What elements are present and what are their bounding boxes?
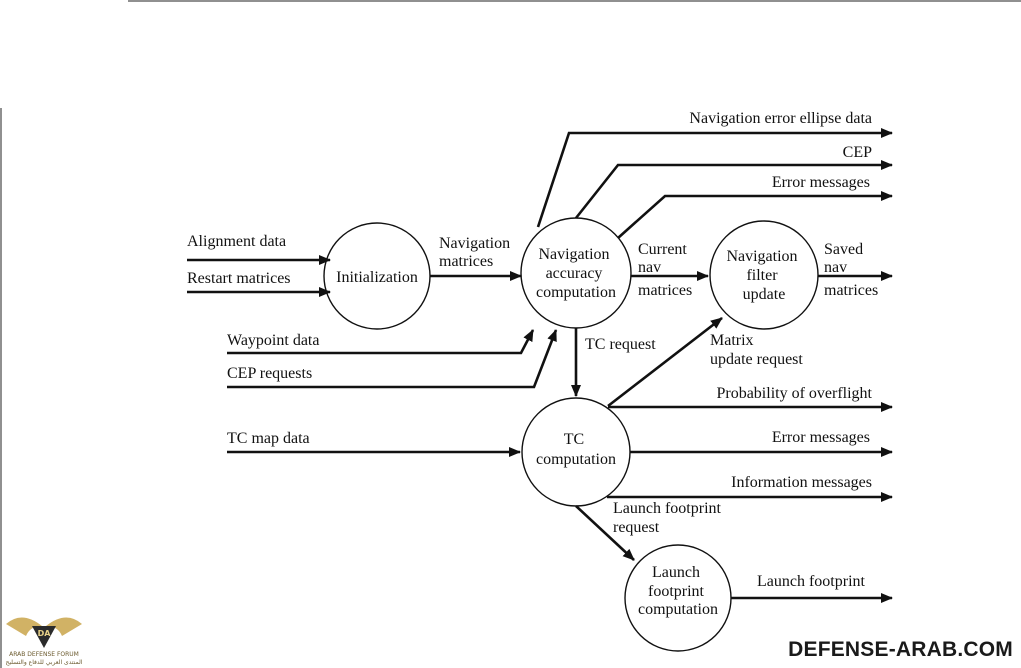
svg-text:TC computation: TC computation [536, 431, 616, 468]
label-probability-overflight: Probability of overflight [716, 385, 872, 402]
label-saved-nav-matrices: Saved nav matrices [824, 241, 878, 299]
node-nav-filter-line-3: update [743, 286, 786, 303]
label-saved-nav-line-3: matrices [824, 282, 878, 299]
label-restart-matrices: Restart matrices [187, 270, 291, 287]
label-nav-error-ellipse: Navigation error ellipse data [689, 110, 872, 127]
node-tc-line-2: computation [536, 451, 616, 468]
node-launch-line-2: footprint [648, 583, 705, 600]
site-brand: DEFENSE-ARAB.COM [788, 638, 1013, 661]
label-error-messages-top: Error messages [772, 174, 870, 191]
label-navigation-matrices-line-2: matrices [439, 253, 493, 270]
label-cep: CEP [843, 144, 872, 161]
label-information-messages: Information messages [731, 474, 872, 491]
label-navigation-matrices: Navigation matrices [439, 235, 514, 270]
node-tc-computation: TC computation [521, 397, 631, 507]
svg-text:Navigation accuracy: Navigation accuracy computation [536, 246, 616, 301]
arrow-nav-error-ellipse [536, 128, 893, 228]
label-current-nav-line-1: Current [638, 241, 687, 258]
forum-logo-subtext: المنتدى العربي للدفاع والتسليح [6, 659, 83, 666]
flow-arrows [187, 128, 893, 603]
arrow-matrix-update-request [607, 316, 723, 408]
label-launch-footprint: Launch footprint [757, 573, 866, 590]
node-tc-line-1: TC [564, 431, 584, 448]
node-launch-line-3: computation [638, 601, 718, 618]
label-launch-request-line-2: request [613, 519, 660, 536]
label-matrix-update-line-1: Matrix [710, 332, 754, 349]
node-initialization-line-1: Initialization [336, 269, 418, 286]
label-current-nav-line-2: nav [638, 259, 661, 276]
label-launch-footprint-request: Launch footprint request [613, 500, 725, 536]
node-navigation-accuracy-computation: Navigation accuracy computation [520, 217, 632, 329]
node-launch-footprint-computation: Launch footprint computation [624, 544, 732, 652]
forum-logo-text: ARAB DEFENSE FORUM [9, 651, 79, 658]
svg-text:DA: DA [38, 629, 52, 638]
node-initialization: Initialization [323, 222, 431, 330]
node-nav-filter-line-2: filter [746, 267, 778, 284]
node-nav-accuracy-line-2: accuracy [546, 265, 603, 282]
label-saved-nav-line-1: Saved [824, 241, 863, 258]
label-matrix-update-line-2: update request [710, 351, 803, 368]
label-waypoint-data: Waypoint data [227, 332, 319, 349]
arrow-error-messages-top [617, 191, 893, 239]
svg-text:Navigation filter: Navigation filter update [726, 248, 801, 303]
svg-text:Launch footprint c: Launch footprint computation [638, 564, 718, 618]
arrow-cep [574, 160, 893, 219]
label-tc-request: TC request [585, 336, 656, 353]
label-saved-nav-line-2: nav [824, 259, 847, 276]
arrow-waypoint-data [227, 329, 535, 355]
label-cep-requests: CEP requests [227, 365, 312, 382]
label-tc-map-data: TC map data [227, 430, 310, 447]
arrow-cep-requests [227, 329, 558, 389]
forum-logo: DA ARAB DEFENSE FORUM المنتدى العربي للد… [6, 617, 83, 666]
label-current-nav-line-3: matrices [638, 282, 692, 299]
eagle-wings-icon: DA [6, 617, 82, 648]
node-nav-filter-line-1: Navigation [726, 248, 797, 265]
node-nav-accuracy-line-1: Navigation [538, 246, 609, 263]
label-alignment-data: Alignment data [187, 233, 286, 250]
node-launch-line-1: Launch [652, 564, 700, 581]
label-launch-request-line-1: Launch footprint [613, 500, 722, 517]
node-navigation-filter-update: Navigation filter update [709, 220, 819, 330]
arrow-launch-footprint-request [575, 505, 635, 561]
label-matrix-update-request: Matrix update request [710, 332, 803, 368]
label-error-messages-tc: Error messages [772, 429, 870, 446]
node-nav-accuracy-line-3: computation [536, 284, 616, 301]
label-navigation-matrices-line-1: Navigation [439, 235, 510, 252]
label-current-nav-matrices: Current nav matrices [638, 241, 692, 299]
svg-text:Initialization: Initialization [336, 269, 418, 286]
